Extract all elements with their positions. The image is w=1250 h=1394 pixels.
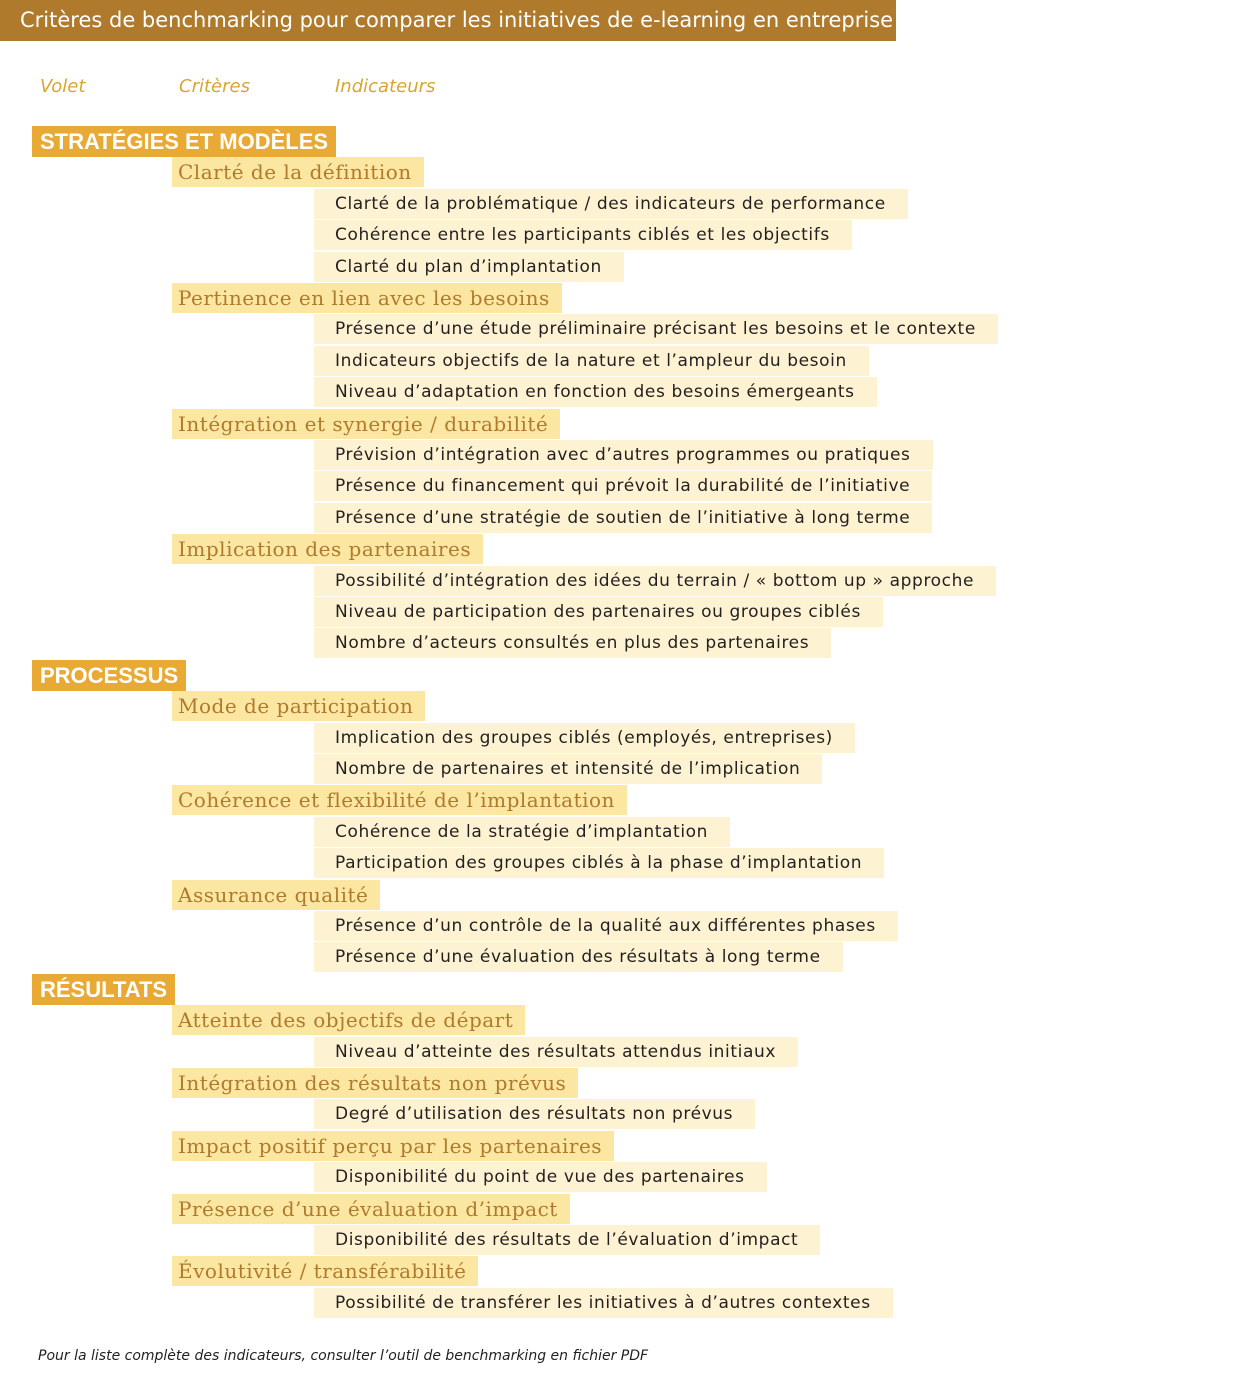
indicateur-item: Nombre de partenaires et intensité de l’… <box>314 754 823 784</box>
indicateur-item: Indicateurs objectifs de la nature et l’… <box>314 346 869 376</box>
indicateur-item: Présence d’une étude préliminaire précis… <box>314 314 998 344</box>
indicateur-item: Possibilité d’intégration des idées du t… <box>314 566 997 596</box>
critere-label: Présence d’une évaluation d’impact <box>172 1194 570 1224</box>
critere-label: Implication des partenaires <box>172 534 484 564</box>
indicateur-item: Niveau d’adaptation en fonction des beso… <box>314 377 877 407</box>
indicateur-item: Niveau d’atteinte des résultats attendus… <box>314 1037 799 1067</box>
column-header-criteres: Critères <box>179 76 250 97</box>
indicateur-item: Implication des groupes ciblés (employés… <box>314 723 855 753</box>
indicateur-item: Présence d’une stratégie de soutien de l… <box>314 503 933 533</box>
indicateur-item: Disponibilité des résultats de l’évaluat… <box>314 1225 821 1255</box>
critere-label: Intégration et synergie / durabilité <box>172 409 561 439</box>
critere-label: Pertinence en lien avec les besoins <box>172 283 562 313</box>
indicateur-item: Disponibilité du point de vue des parten… <box>314 1162 767 1192</box>
footnote: Pour la liste complète des indicateurs, … <box>38 1348 649 1364</box>
volet-label: PROCESSUS <box>32 660 187 691</box>
critere-label: Intégration des résultats non prévus <box>172 1068 579 1098</box>
critere-label: Évolutivité / transférabilité <box>172 1256 479 1286</box>
indicateur-item: Nombre d’acteurs consultés en plus des p… <box>314 628 832 658</box>
indicateur-item: Cohérence de la stratégie d’implantation <box>314 817 731 847</box>
critere-label: Atteinte des objectifs de départ <box>172 1005 526 1035</box>
indicateur-item: Présence d’une évaluation des résultats … <box>314 942 843 972</box>
indicateur-item: Possibilité de transférer les initiative… <box>314 1288 893 1318</box>
indicateur-item: Niveau de participation des partenaires … <box>314 597 883 627</box>
volet-label: STRATÉGIES ET MODÈLES <box>32 126 337 157</box>
critere-label: Impact positif perçu par les partenaires <box>172 1131 615 1161</box>
indicateur-item: Cohérence entre les participants ciblés … <box>314 220 852 250</box>
critere-label: Clarté de la définition <box>172 157 424 187</box>
indicateur-item: Clarté du plan d’implantation <box>314 252 624 282</box>
indicateur-item: Clarté de la problématique / des indicat… <box>314 189 908 219</box>
indicateur-item: Degré d’utilisation des résultats non pr… <box>314 1099 756 1129</box>
indicateur-item: Présence du financement qui prévoit la d… <box>314 471 933 501</box>
volet-label: RÉSULTATS <box>32 974 176 1005</box>
indicateur-item: Présence d’un contrôle de la qualité aux… <box>314 911 898 941</box>
indicateur-item: Participation des groupes ciblés à la ph… <box>314 848 885 878</box>
critere-label: Assurance qualité <box>172 880 381 910</box>
column-header-volet: Volet <box>40 76 86 97</box>
critere-label: Cohérence et flexibilité de l’implantati… <box>172 785 627 815</box>
critere-label: Mode de participation <box>172 691 426 721</box>
column-header-indicateurs: Indicateurs <box>335 76 436 97</box>
page-title: Critères de benchmarking pour comparer l… <box>0 0 896 41</box>
indicateur-item: Prévision d’intégration avec d’autres pr… <box>314 440 933 470</box>
